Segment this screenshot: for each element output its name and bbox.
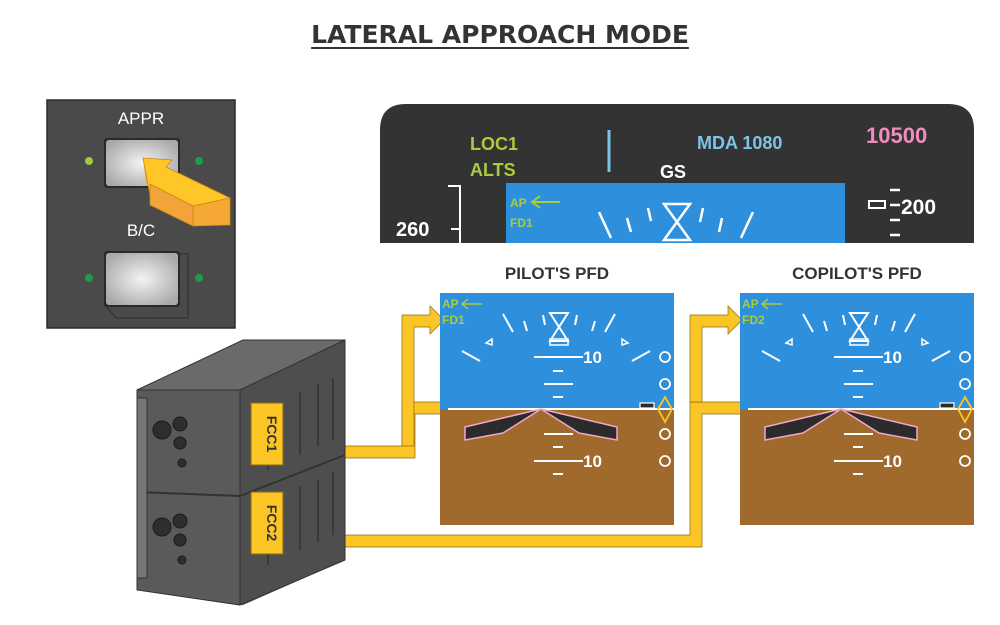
pilot-fd-annunciator: FD1 — [442, 313, 465, 327]
pilot-bank-pointer-icon — [548, 312, 570, 342]
copilot-bank-pointer-icon — [848, 312, 870, 342]
copilot-glideslope-pointer-icon — [956, 395, 974, 424]
copilot-pfd-heading: COPILOT'S PFD — [792, 264, 922, 283]
bank-pointer-icon — [661, 202, 693, 242]
copilot-ap-annunciator: AP — [742, 297, 759, 311]
flight-control-computer-rack: FCC1 FCC2 — [136, 339, 346, 606]
fcc1-module[interactable]: FCC1 — [250, 402, 284, 466]
pilot-glideslope-pointer-icon — [656, 395, 674, 424]
pilot-ap-annunciator: AP — [442, 297, 459, 311]
fcc2-module[interactable]: FCC2 — [250, 491, 284, 555]
fcc1-label: FCC1 — [264, 416, 280, 453]
copilot-fd-annunciator: FD2 — [742, 313, 765, 327]
fma-vertical-armed: GS — [660, 162, 686, 182]
bank-scale — [597, 207, 755, 239]
pilot-bank-scale — [461, 313, 651, 362]
airspeed-readout: 260 — [396, 219, 429, 241]
ap-annunciator: AP — [510, 196, 527, 210]
pilot-pfd-heading: PILOT'S PFD — [505, 264, 609, 283]
pilot-aircraft-symbol — [464, 408, 618, 441]
altitude-bug-icon — [868, 200, 886, 209]
fma-lateral-active: LOC1 — [470, 134, 518, 154]
pfd-detail: LOC1 ALTS GS MDA 1080 10500 260 AP FD1 — [380, 104, 974, 243]
flight-guidance-panel: APPR B/C — [46, 99, 236, 329]
bc-right-annunciator — [195, 274, 203, 282]
fcc2-label: FCC2 — [264, 505, 280, 542]
fma-minimums: MDA 1080 — [697, 133, 782, 153]
fma-lateral-armed: ALTS — [470, 160, 516, 180]
altitude-scale — [890, 188, 900, 237]
pilot-pitch-down-label: 10 — [583, 452, 602, 471]
copilot-pfd: AP FD2 10 10 — [740, 293, 974, 525]
press-arrow-icon — [142, 157, 232, 227]
attitude-sky — [506, 183, 845, 243]
altitude-readout: 200 — [901, 196, 936, 219]
bc-label: B/C — [127, 221, 155, 240]
pilot-glideslope-scale — [659, 351, 671, 467]
fd-annunciator: FD1 — [510, 216, 533, 230]
copilot-aircraft-symbol — [764, 408, 918, 441]
appr-label: APPR — [118, 109, 164, 128]
bc-left-annunciator — [85, 274, 93, 282]
pilot-pitch-up-label: 10 — [583, 348, 602, 367]
copilot-glideslope-scale — [959, 351, 971, 467]
page-title: LATERAL APPROACH MODE — [311, 20, 689, 49]
copilot-pitch-down-label: 10 — [883, 452, 902, 471]
altitude-preselect: 10500 — [866, 123, 927, 148]
appr-left-annunciator — [85, 157, 93, 165]
pilot-pfd: AP FD1 10 10 — [440, 293, 674, 525]
bc-button[interactable] — [104, 251, 189, 319]
copilot-pitch-up-label: 10 — [883, 348, 902, 367]
appr-right-annunciator — [195, 157, 203, 165]
copilot-bank-scale — [761, 313, 951, 362]
ap-arrow-icon — [530, 195, 560, 209]
